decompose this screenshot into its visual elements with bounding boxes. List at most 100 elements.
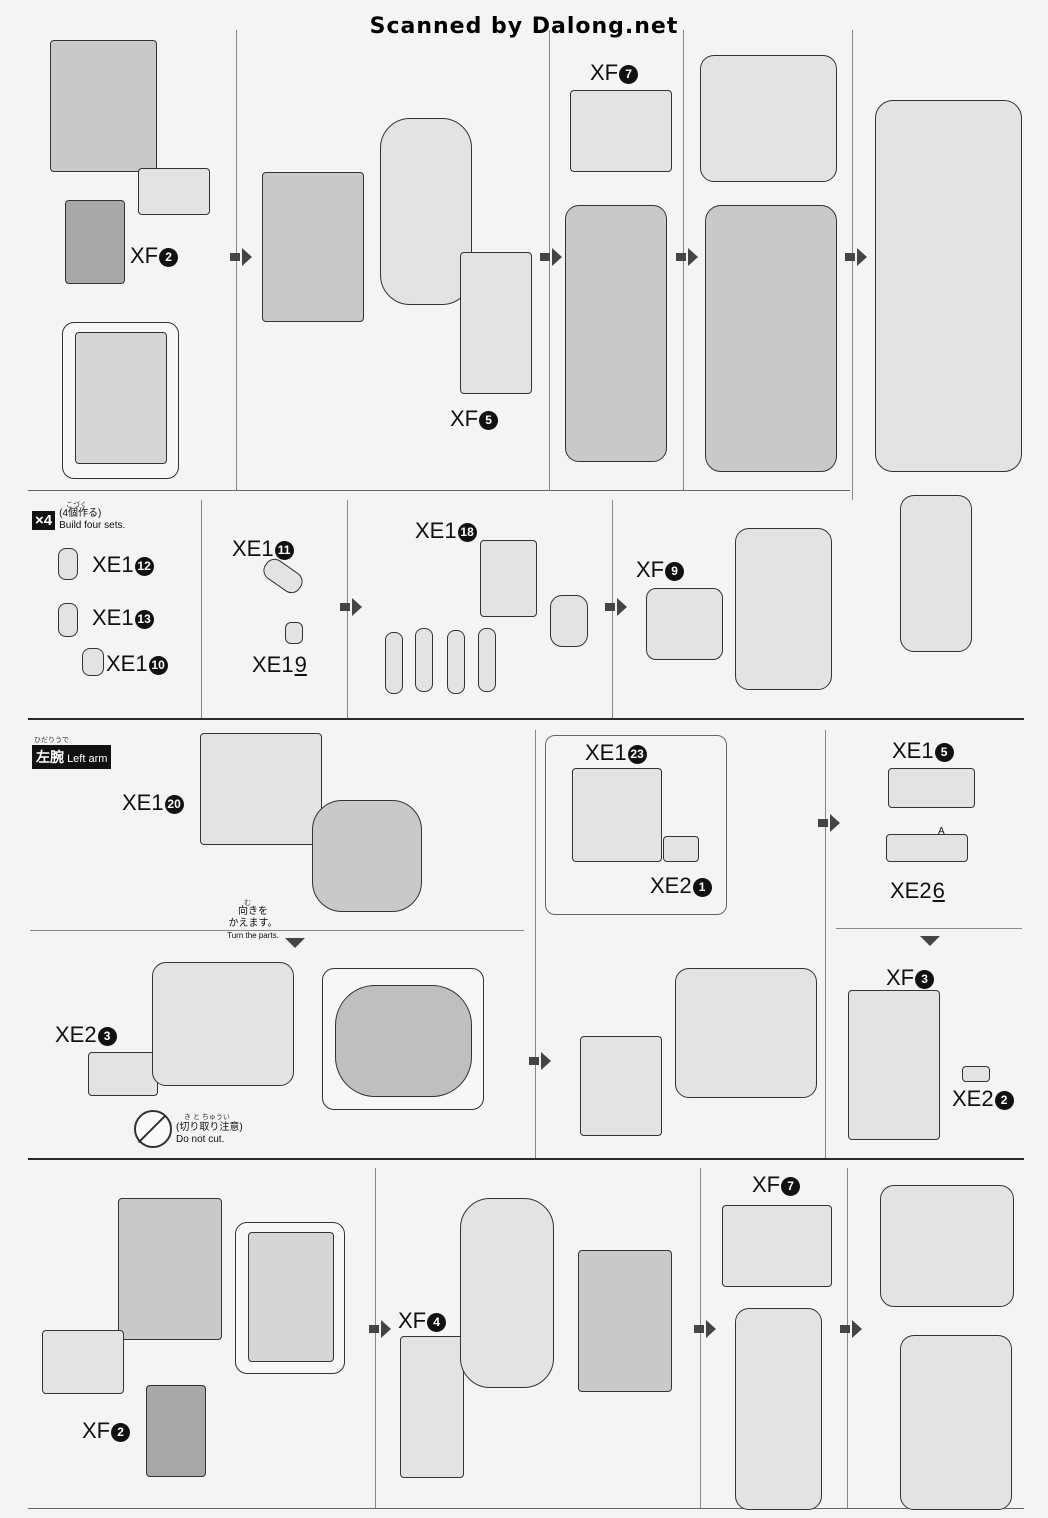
step-separator <box>375 1168 376 1508</box>
assembled-torso-part <box>705 205 837 472</box>
head-block-part <box>700 55 837 182</box>
xe1-5-ring-part <box>888 768 975 808</box>
arm-shell-part <box>200 733 322 845</box>
vent-panel-part <box>65 200 125 284</box>
xe2-6-base-part <box>886 834 968 862</box>
step-separator <box>825 730 826 1158</box>
xf7-block-part <box>722 1205 832 1287</box>
inset-frame-part <box>248 1232 334 1362</box>
step-arrow <box>840 1320 862 1338</box>
vent-panel-part <box>146 1385 206 1477</box>
thumb-part <box>550 595 588 647</box>
build-count-tag: ×4 (4個作る) Build four sets. <box>32 508 125 532</box>
step-separator <box>852 30 853 500</box>
step-arrow <box>369 1320 391 1338</box>
xe2-3-plate-part <box>88 1052 158 1096</box>
body-frame-part <box>262 172 364 322</box>
forearm-cover-part <box>580 1036 662 1136</box>
no-cut-note: (切り取り注意) Do not cut. <box>176 1122 243 1145</box>
finger-part <box>447 630 465 694</box>
xf9-hand-cover-part <box>646 588 723 660</box>
forearm-block-part <box>675 968 817 1098</box>
palm-part <box>480 540 537 617</box>
label-xe2-6: XE26 <box>890 878 945 903</box>
cap-part <box>42 1330 124 1394</box>
hand-assembly-part <box>735 528 832 690</box>
inset-frame-part <box>75 332 167 464</box>
step-arrow <box>605 598 627 616</box>
section-divider <box>28 490 850 491</box>
arm-block-part <box>152 962 294 1086</box>
step-separator <box>836 928 1022 929</box>
completed-assembly-part <box>875 100 1022 472</box>
assembled-torso-part <box>735 1308 822 1510</box>
xf3-bracket-part <box>848 990 940 1140</box>
ruby-text: き と ちゅうい <box>184 1114 230 1121</box>
step-arrow <box>818 814 840 832</box>
ruby-text: ひだりうで <box>34 737 69 744</box>
step-separator <box>700 1168 701 1508</box>
label-xe1-9: XE19 <box>252 652 307 677</box>
step-separator <box>30 930 524 931</box>
xe2-1-clip-part <box>663 836 699 862</box>
head-block-part <box>880 1185 1014 1307</box>
step-separator <box>201 500 202 718</box>
xe2-2-pin-part <box>962 1066 990 1082</box>
section-divider <box>28 1158 1024 1160</box>
thumb-base-part <box>285 622 303 644</box>
section-tag-left-arm: 左腕 Left arm <box>32 745 112 769</box>
marker-a: A <box>938 826 945 837</box>
scan-watermark: Scanned by Dalong.net <box>369 14 679 39</box>
shoulder-joint-part <box>460 1198 554 1388</box>
xf7-block-part <box>570 90 672 172</box>
turn-note: 向きを かえます。 Turn the parts. <box>227 906 279 940</box>
step-arrow <box>230 248 252 266</box>
finger-part <box>58 603 78 637</box>
finger-part <box>82 648 104 676</box>
step-separator <box>847 1168 848 1508</box>
down-arrow <box>920 936 940 946</box>
x4-badge: ×4 <box>32 510 56 530</box>
finger-part <box>385 632 403 694</box>
no-cut-icon <box>134 1110 172 1148</box>
xf4-cover-part <box>400 1336 464 1478</box>
assembled-torso-part <box>900 1335 1012 1510</box>
body-frame-part <box>578 1250 672 1392</box>
section-divider <box>28 1508 1024 1509</box>
tag-jp: (4個作る) <box>59 508 102 519</box>
body-frame-part <box>50 40 157 172</box>
assembled-torso-part <box>565 205 667 462</box>
body-frame-part <box>118 1198 222 1340</box>
cap-part <box>138 168 210 215</box>
tag-en: Build four sets. <box>59 520 126 531</box>
callout-box <box>545 735 727 915</box>
elbow-joint-part <box>312 800 422 912</box>
section-divider <box>28 718 1024 720</box>
xe1-23-shell-part <box>572 768 662 862</box>
step-arrow <box>694 1320 716 1338</box>
step-arrow <box>340 598 362 616</box>
finger-part <box>58 548 78 580</box>
xf5-cover-part <box>460 252 532 394</box>
step-arrow <box>845 248 867 266</box>
down-arrow <box>285 938 305 948</box>
ruby-text: む <box>244 900 251 907</box>
step-separator <box>535 730 536 1158</box>
